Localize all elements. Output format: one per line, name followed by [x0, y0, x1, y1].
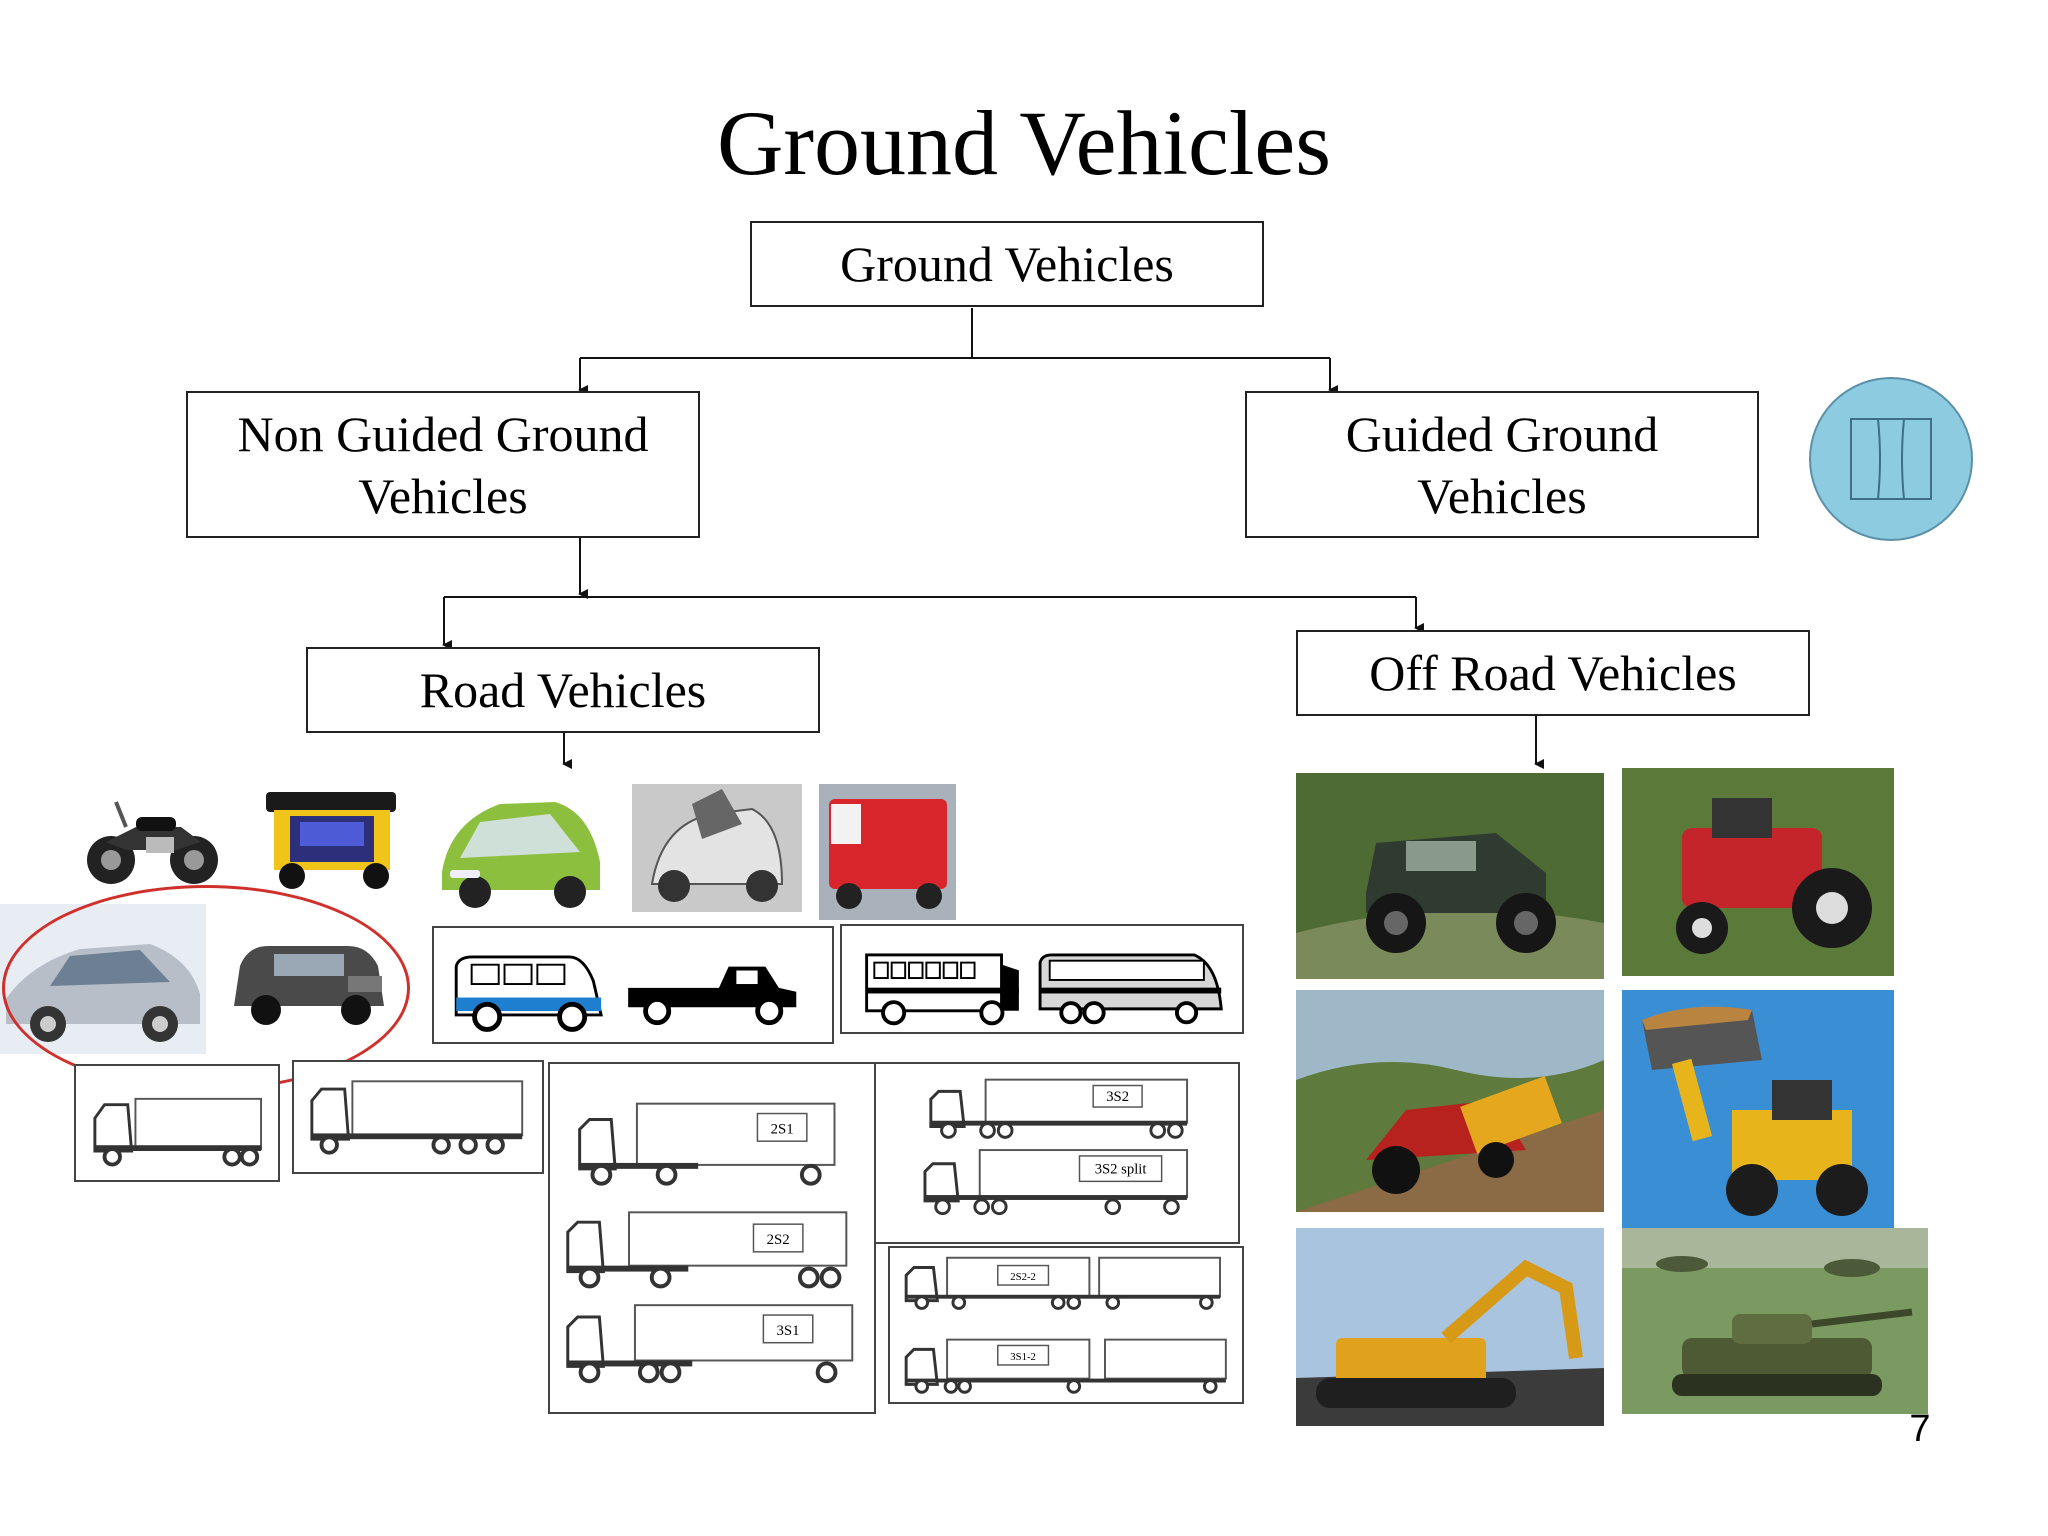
off-road-jeep-image: [1296, 773, 1604, 979]
node-off-road-label: Off Road Vehicles: [1369, 645, 1737, 701]
straight-truck-frame-1: [74, 1064, 280, 1182]
label-3s2: 3S2: [1106, 1089, 1129, 1105]
auto-rickshaw-image: [256, 784, 410, 896]
green-hatchback-image: [430, 782, 610, 918]
van-pickup-frame: [432, 926, 834, 1044]
straight-truck-frame-2: [292, 1060, 544, 1174]
tanks-image: [1622, 1228, 1928, 1414]
node-non-guided-line2: Vehicles: [358, 467, 528, 524]
wheel-loader-image: [1622, 990, 1894, 1230]
truck-3s2-split: 3S2 split: [923, 1149, 1189, 1216]
page-number: 7: [1909, 1408, 1931, 1450]
node-guided-line1: Guided Ground: [1345, 405, 1659, 462]
node-guided-line2: Vehicles: [1417, 467, 1587, 524]
pickup-truck-image: [628, 966, 797, 1026]
van-image: [454, 955, 603, 1032]
truck-2s2: 2S2: [566, 1211, 848, 1289]
red-tractor-image: [1622, 768, 1894, 976]
label-2s2-2: 2S2-2: [1010, 1271, 1036, 1283]
excavator-image: [1296, 1228, 1604, 1426]
label-3s1: 3S1: [777, 1323, 800, 1339]
truck-2s2-2: 2S2-2: [904, 1256, 1221, 1310]
node-off-road-vehicles: Off Road Vehicles: [1296, 630, 1810, 716]
semi-trailer-frame: 2S1 2S2 3S1: [548, 1062, 876, 1414]
node-road-label: Road Vehicles: [419, 662, 707, 718]
label-2s2: 2S2: [767, 1232, 790, 1248]
slide-title: Ground Vehicles: [716, 92, 1332, 194]
truck-3s2-frame: 3S2 3S2 split: [874, 1062, 1240, 1244]
truck-3s1-2: 3S1-2: [904, 1338, 1227, 1394]
coach-bus-image: [1038, 953, 1223, 1025]
root-node-ground-vehicles: Ground Vehicles: [750, 221, 1264, 307]
truck-3s2: 3S2: [929, 1078, 1189, 1139]
node-non-guided-line1: Non Guided Ground: [237, 405, 649, 462]
node-guided-ground-vehicles: Guided Ground Vehicles: [1245, 391, 1759, 538]
node-road-vehicles: Road Vehicles: [306, 647, 820, 733]
truck-3s1: 3S1: [566, 1304, 854, 1384]
truck-2s1: 2S1: [578, 1102, 836, 1186]
tractor-on-hill-image: [1296, 990, 1604, 1212]
label-3s2-split: 3S2 split: [1095, 1162, 1147, 1178]
root-node-label: Ground Vehicles: [840, 236, 1174, 292]
motorcycle-image: [76, 782, 226, 894]
slide-nav-icon[interactable]: [1808, 376, 1974, 542]
school-bus-image: [865, 953, 1019, 1026]
node-non-guided-ground-vehicles: Non Guided Ground Vehicles: [186, 391, 700, 538]
concept-vehicle-image: [632, 784, 802, 912]
label-2s1: 2S1: [771, 1121, 794, 1137]
label-3s1-2: 3S1-2: [1010, 1351, 1036, 1363]
node-non-guided-label: Non Guided Ground Vehicles: [237, 403, 648, 527]
double-trailer-frame: 2S2-2 3S1-2: [888, 1246, 1244, 1404]
node-guided-label: Guided Ground Vehicles: [1346, 403, 1658, 527]
buses-frame: [840, 924, 1244, 1034]
red-delivery-van-image: [819, 784, 956, 920]
